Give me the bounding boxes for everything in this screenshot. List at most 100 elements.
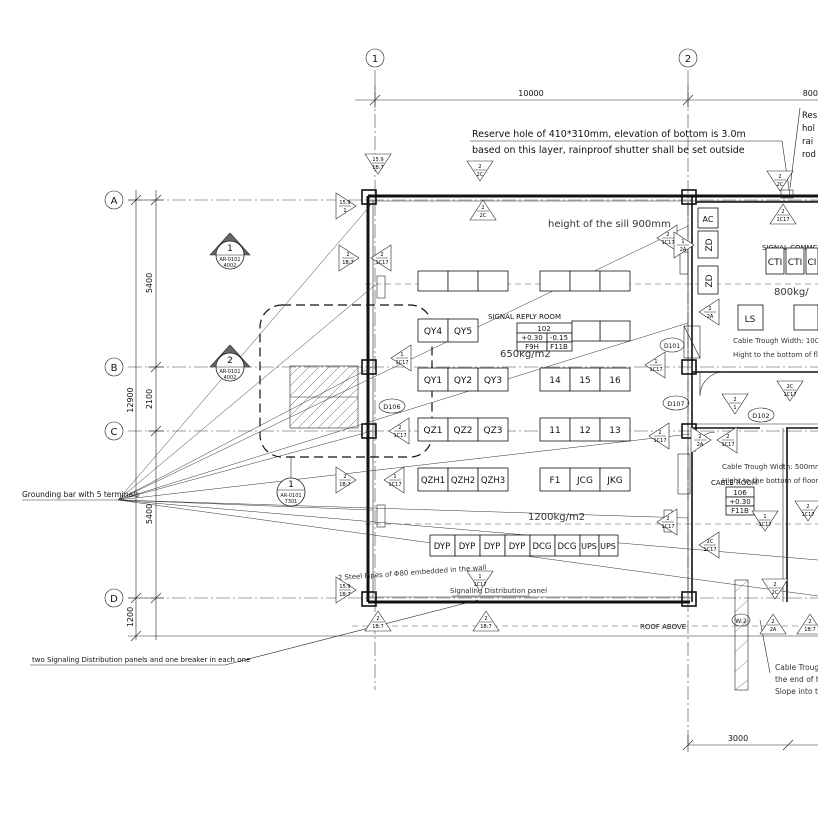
dim-800: 800 [803, 89, 818, 98]
door-tag-d106: D106 [378, 398, 406, 414]
tag-text-top: 2 [781, 209, 784, 215]
svg-text:QZ3: QZ3 [484, 426, 503, 436]
tag-text-top: 2 [666, 516, 669, 522]
svg-text:QY2: QY2 [454, 376, 472, 386]
svg-text:C: C [111, 427, 118, 438]
svg-text:JCG: JCG [576, 476, 593, 486]
section-mark-1-top: 1 AR-0101 4002 [209, 232, 251, 270]
tag-text-top: 1 [654, 359, 657, 365]
tag-text-top: 2 [658, 430, 661, 436]
detail-reference-tag: 2 1C17 [648, 422, 670, 450]
svg-text:QY3: QY3 [484, 376, 502, 386]
svg-text:13: 13 [609, 426, 620, 436]
roof-above: ROOF ABOVE [352, 623, 818, 631]
tag-text-bottom: 1C17 [653, 438, 666, 444]
section-mark-2: 2 AR-0101 4002 [209, 344, 251, 382]
cable-trough-notes: Cable Trough Width: 1000mm Hight to the … [722, 337, 818, 696]
svg-text:102: 102 [537, 325, 550, 333]
dim-12900: 12900 [126, 387, 135, 412]
svg-text:rod: rod [802, 150, 816, 160]
svg-text:QY1: QY1 [424, 376, 442, 386]
svg-text:Cable Trough W: Cable Trough W [775, 663, 818, 672]
dim-10000: 10000 [518, 89, 543, 98]
tag-text-bottom: 1C17 [388, 482, 401, 488]
svg-text:B: B [111, 363, 118, 374]
tag-text-bottom: 1C17 [661, 524, 674, 530]
svg-text:F1: F1 [550, 476, 561, 486]
svg-text:LS: LS [745, 315, 756, 325]
tag-text-top: 2C [707, 539, 714, 545]
room-cable: CABLE ROOM [711, 479, 758, 487]
svg-text:1: 1 [288, 480, 294, 490]
tag-text-bottom: 1C17 [783, 392, 796, 398]
detail-reference-tag: 15.91 [335, 192, 357, 220]
svg-text:DYP: DYP [484, 542, 500, 552]
svg-text:-0.15: -0.15 [550, 334, 568, 342]
svg-text:the end of tro: the end of tro [775, 675, 818, 684]
tag-text-top: 2 [343, 474, 346, 480]
tag-text-top: 1 [681, 239, 684, 245]
tag-text-top: 2 [376, 616, 379, 622]
tag-text-bottom: 1C17 [661, 240, 674, 246]
tag-text-bottom: 2A [770, 627, 777, 633]
reserve-hole-note: Reserve hole of 410*310mm, elevation of … [470, 107, 818, 199]
dimension-bottom: 3000 [682, 734, 818, 752]
dimension-top: 10000 800 [355, 84, 818, 108]
tag-text-bottom: 1C17 [703, 547, 716, 553]
tag-text-bottom: 1C17 [758, 522, 771, 528]
tag-text-top: 1 [763, 514, 766, 520]
svg-text:QZH1: QZH1 [421, 476, 445, 486]
door-tag-d102: D102 [747, 407, 775, 423]
tag-text-bottom: 2C [480, 213, 487, 219]
dimension-left: 12900 5400 2100 5400 1200 [126, 190, 818, 642]
tag-text-bottom: 1 [343, 208, 346, 214]
detail-reference-tag: 22C [761, 578, 789, 600]
svg-text:Slope into the: Slope into the [775, 687, 818, 696]
tag-text-top: 15.9 [372, 157, 383, 163]
svg-text:ROOF ABOVE: ROOF ABOVE [640, 623, 686, 631]
svg-text:AC: AC [703, 215, 714, 224]
tag-text-top: 2 [808, 619, 811, 625]
grid-bubble-2: 2 [678, 48, 698, 68]
svg-text:DYP: DYP [434, 542, 450, 552]
sill-note: height of the sill 900mm [548, 219, 671, 230]
svg-text:DCG: DCG [532, 542, 551, 552]
detail-reference-tag: 1 1C17 [644, 351, 666, 379]
svg-text:CTI: CTI [768, 258, 782, 268]
tag-text-bottom: 1B:7 [480, 624, 491, 630]
tag-text-bottom: 1B:7 [804, 627, 815, 633]
svg-text:+0.30: +0.30 [729, 498, 750, 506]
tag-text-top: 15.9 [339, 200, 350, 206]
grid-bubble-1: 1 [365, 48, 385, 68]
cabinet-row-4: QZH1 QZH2 QZH3 F1 JCG JKG [417, 467, 631, 492]
level-tag-102: 102 +0.30 -0.15 F9H F11B [516, 322, 573, 352]
svg-text:UPS: UPS [600, 542, 616, 551]
level-tag-106: 106 +0.30 F11B [725, 486, 755, 516]
svg-text:A: A [111, 196, 118, 207]
tag-text-bottom: 1C17 [393, 433, 406, 439]
detail-reference-tag: 21B:7 [335, 466, 357, 494]
svg-text:based on this layer, rainproof: based on this layer, rainproof shutter s… [472, 145, 745, 156]
tag-text-bottom: 1C17 [649, 367, 662, 373]
detail-reference-tag: 21B:7 [338, 244, 360, 272]
door-tag-d107: D107 [662, 395, 690, 411]
tag-text-bottom: 2A [697, 442, 704, 448]
detail-reference-tag: 2 1B:7 [472, 610, 500, 632]
svg-text:QZH2: QZH2 [451, 476, 475, 486]
tag-text-top: 2 [398, 425, 401, 431]
detail-reference-tag: 15.91B:7 [364, 153, 392, 175]
detail-reference-tag: 21 [721, 393, 749, 415]
svg-text:DCG: DCG [557, 542, 576, 552]
cabinet-row-empty-top [417, 270, 631, 342]
tag-text-top: 1 [400, 352, 403, 358]
tag-text-top: 2 [484, 616, 487, 622]
detail-reference-tag: 22C [466, 160, 494, 182]
tag-text-top: 2 [478, 164, 481, 170]
svg-text:D106: D106 [383, 403, 400, 411]
svg-text:Signaling Distribution panel: Signaling Distribution panel [450, 587, 547, 595]
